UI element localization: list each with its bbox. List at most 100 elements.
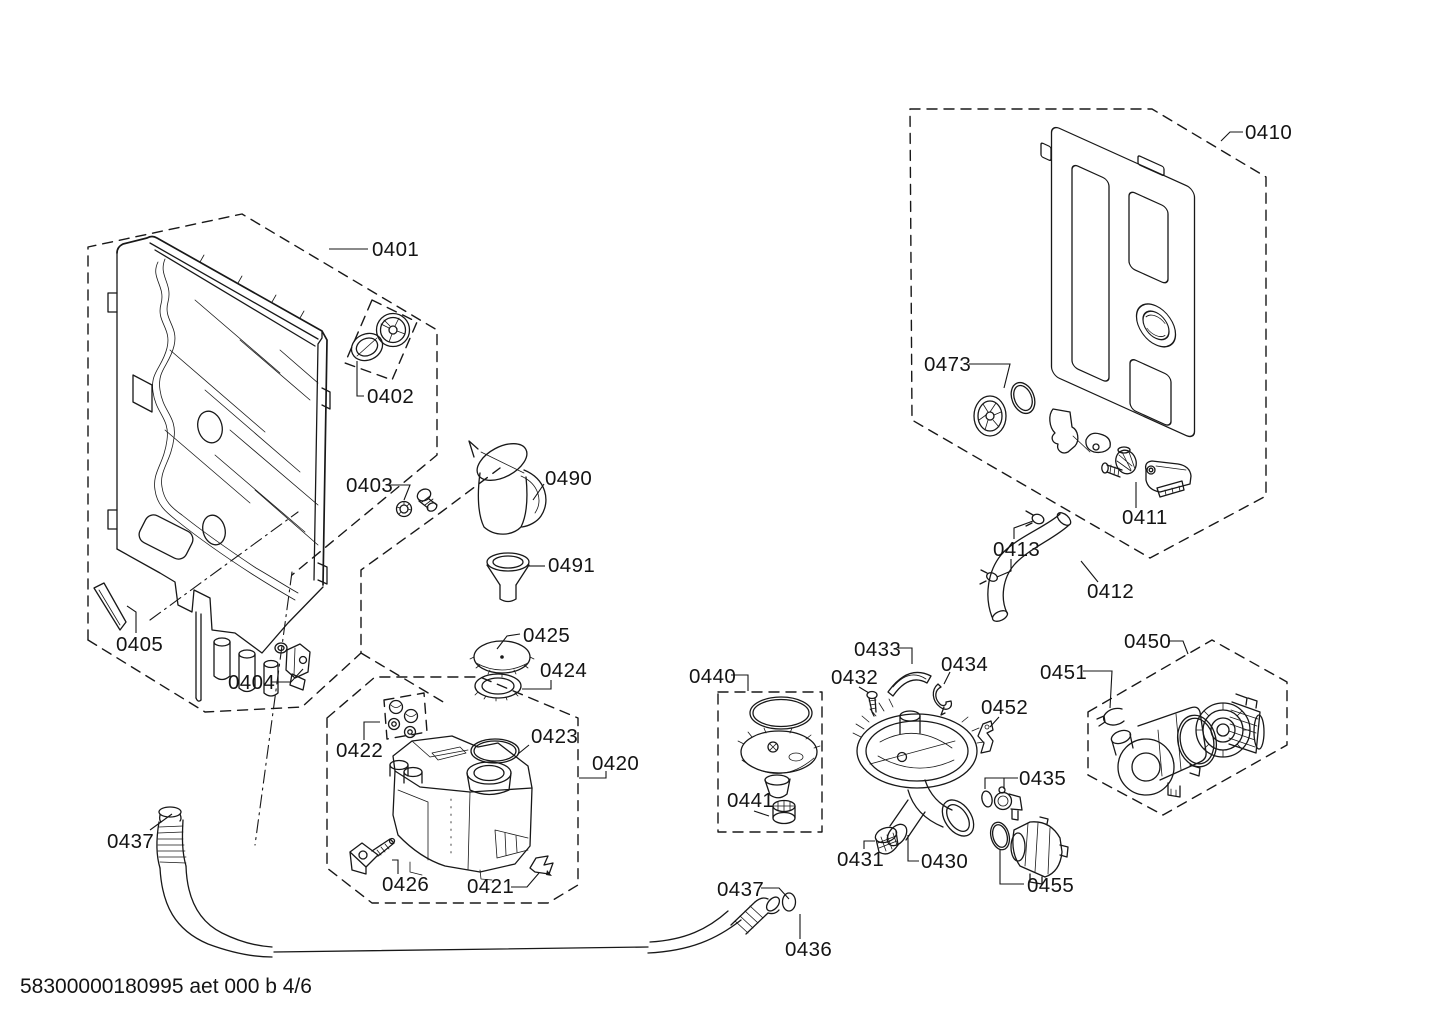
leader-line-0473 [969, 363, 1011, 389]
sump-group [852, 671, 1069, 885]
drain-pump-0455 [989, 816, 1069, 885]
part-label-0441: 0441 [727, 789, 774, 812]
leader-line-0437 [761, 887, 790, 900]
outer-door-panel [1040, 126, 1196, 438]
leader-line-0450 [1168, 640, 1189, 655]
mesh-filter-0431 [874, 826, 899, 855]
hose-connector-0436 [730, 896, 781, 935]
diagram-art [87, 108, 1288, 958]
part-label-0450: 0450 [1124, 630, 1171, 653]
door-seal-0402 [350, 312, 411, 362]
leader-line-0421 [511, 872, 540, 888]
part-label-0404: 0404 [228, 671, 275, 694]
part-label-0424: 0424 [540, 659, 587, 682]
part-label-0451: 0451 [1040, 661, 1087, 684]
hose-clamp-0451 [1096, 707, 1125, 727]
leader-line-0426 [392, 859, 399, 874]
hose-ring-0437 [781, 892, 797, 912]
part-label-0412: 0412 [1087, 580, 1134, 603]
softener-tank [389, 735, 533, 881]
door-hinge-cluster [1049, 408, 1137, 478]
vent-valve-0411 [1144, 460, 1192, 498]
inner-door-panel [107, 235, 331, 702]
part-labels-layer: 0401040204030404040504100411041204130473… [107, 121, 1292, 961]
leader-line-0425 [496, 633, 521, 650]
cover-strip-0405 [93, 582, 127, 631]
part-label-0403: 0403 [346, 474, 393, 497]
valve-0435 [981, 786, 1023, 821]
part-label-0436: 0436 [785, 938, 832, 961]
pump-body [1137, 706, 1207, 798]
part-label-0430: 0430 [921, 850, 968, 873]
pump-volute [1110, 729, 1175, 796]
leader-line-0431 [863, 840, 875, 849]
part-label-0411: 0411 [1122, 506, 1168, 529]
part-label-0425: 0425 [523, 624, 570, 647]
hinge-axis-line [149, 511, 299, 621]
part-label-0410: 0410 [1245, 121, 1292, 144]
leader-line-0490 [532, 483, 545, 501]
part-label-0435: 0435 [1019, 767, 1066, 790]
leader-line-0403 [389, 484, 411, 501]
clamp-hook-0434 [932, 683, 953, 716]
funnel-jug-0490 [468, 440, 547, 535]
part-label-0431: 0431 [837, 848, 884, 871]
leader-line-0441 [753, 810, 770, 817]
part-label-0490: 0490 [545, 467, 592, 490]
center-axis-line [254, 571, 293, 846]
funnel-0491 [486, 552, 530, 603]
salt-cap-seal-0424 [474, 673, 522, 702]
part-label-0434: 0434 [941, 653, 988, 676]
pump-motor-ribs [1228, 693, 1265, 754]
leader-line-0437 [149, 813, 173, 831]
hose-clamp-0413-b [979, 569, 998, 585]
part-label-0437: 0437 [107, 830, 154, 853]
seal-ring-0423 [470, 738, 520, 764]
salt-cap-0425 [469, 640, 535, 678]
part-label-0413: 0413 [993, 538, 1040, 561]
part-label-0433: 0433 [854, 638, 901, 661]
leader-line-0423 [517, 744, 530, 755]
grommet-and-plug-0403 [395, 488, 438, 518]
leader-line-0430 [907, 835, 919, 862]
leader-line-0402 [356, 361, 364, 397]
part-label-0423: 0423 [531, 725, 578, 748]
leader-line-0405 [126, 605, 137, 633]
leader-line-0410 [1220, 131, 1243, 142]
sump-bowl-0430 [852, 698, 985, 847]
pump-heater-head [1195, 702, 1251, 758]
vent-seal-ring [1010, 381, 1036, 415]
leader-line-0420 [579, 771, 607, 779]
leader-line-0413 [1013, 520, 1034, 539]
leader-line-0422 [363, 721, 380, 740]
leader-line-0412 [1080, 560, 1099, 583]
leader-line-0451 [1083, 670, 1113, 709]
part-label-0402: 0402 [367, 385, 414, 408]
filter-plate [737, 727, 821, 799]
vent-impeller-0473 [973, 395, 1007, 437]
inner-door-group-boundary [87, 213, 501, 846]
part-label-0420: 0420 [592, 752, 639, 775]
door-lock-0404 [274, 642, 311, 691]
leader-line-0413 [996, 559, 1012, 578]
leader-line-0432 [858, 686, 870, 694]
leader-line-0404 [271, 668, 304, 683]
filter-group-0440 [717, 691, 823, 833]
leader-line-0452 [989, 716, 1000, 728]
part-label-0437: 0437 [717, 878, 764, 901]
part-label-0452: 0452 [981, 696, 1028, 719]
part-label-0473: 0473 [924, 353, 971, 376]
screw-0432 [866, 690, 878, 717]
check-valve-0441 [772, 799, 796, 825]
leader-line-0434 [943, 671, 951, 685]
caps-set-0422 [387, 699, 419, 739]
circulation-pump-group [1087, 639, 1288, 816]
hose-clamp-0413-a [1025, 510, 1045, 527]
part-label-0421: 0421 [467, 875, 514, 898]
part-label-0405: 0405 [116, 633, 163, 656]
doc-number: 58300000180995 aet 000 b 4/6 [20, 975, 312, 998]
door-seal-pocket-0402 [344, 299, 418, 381]
part-label-0440: 0440 [689, 665, 736, 688]
